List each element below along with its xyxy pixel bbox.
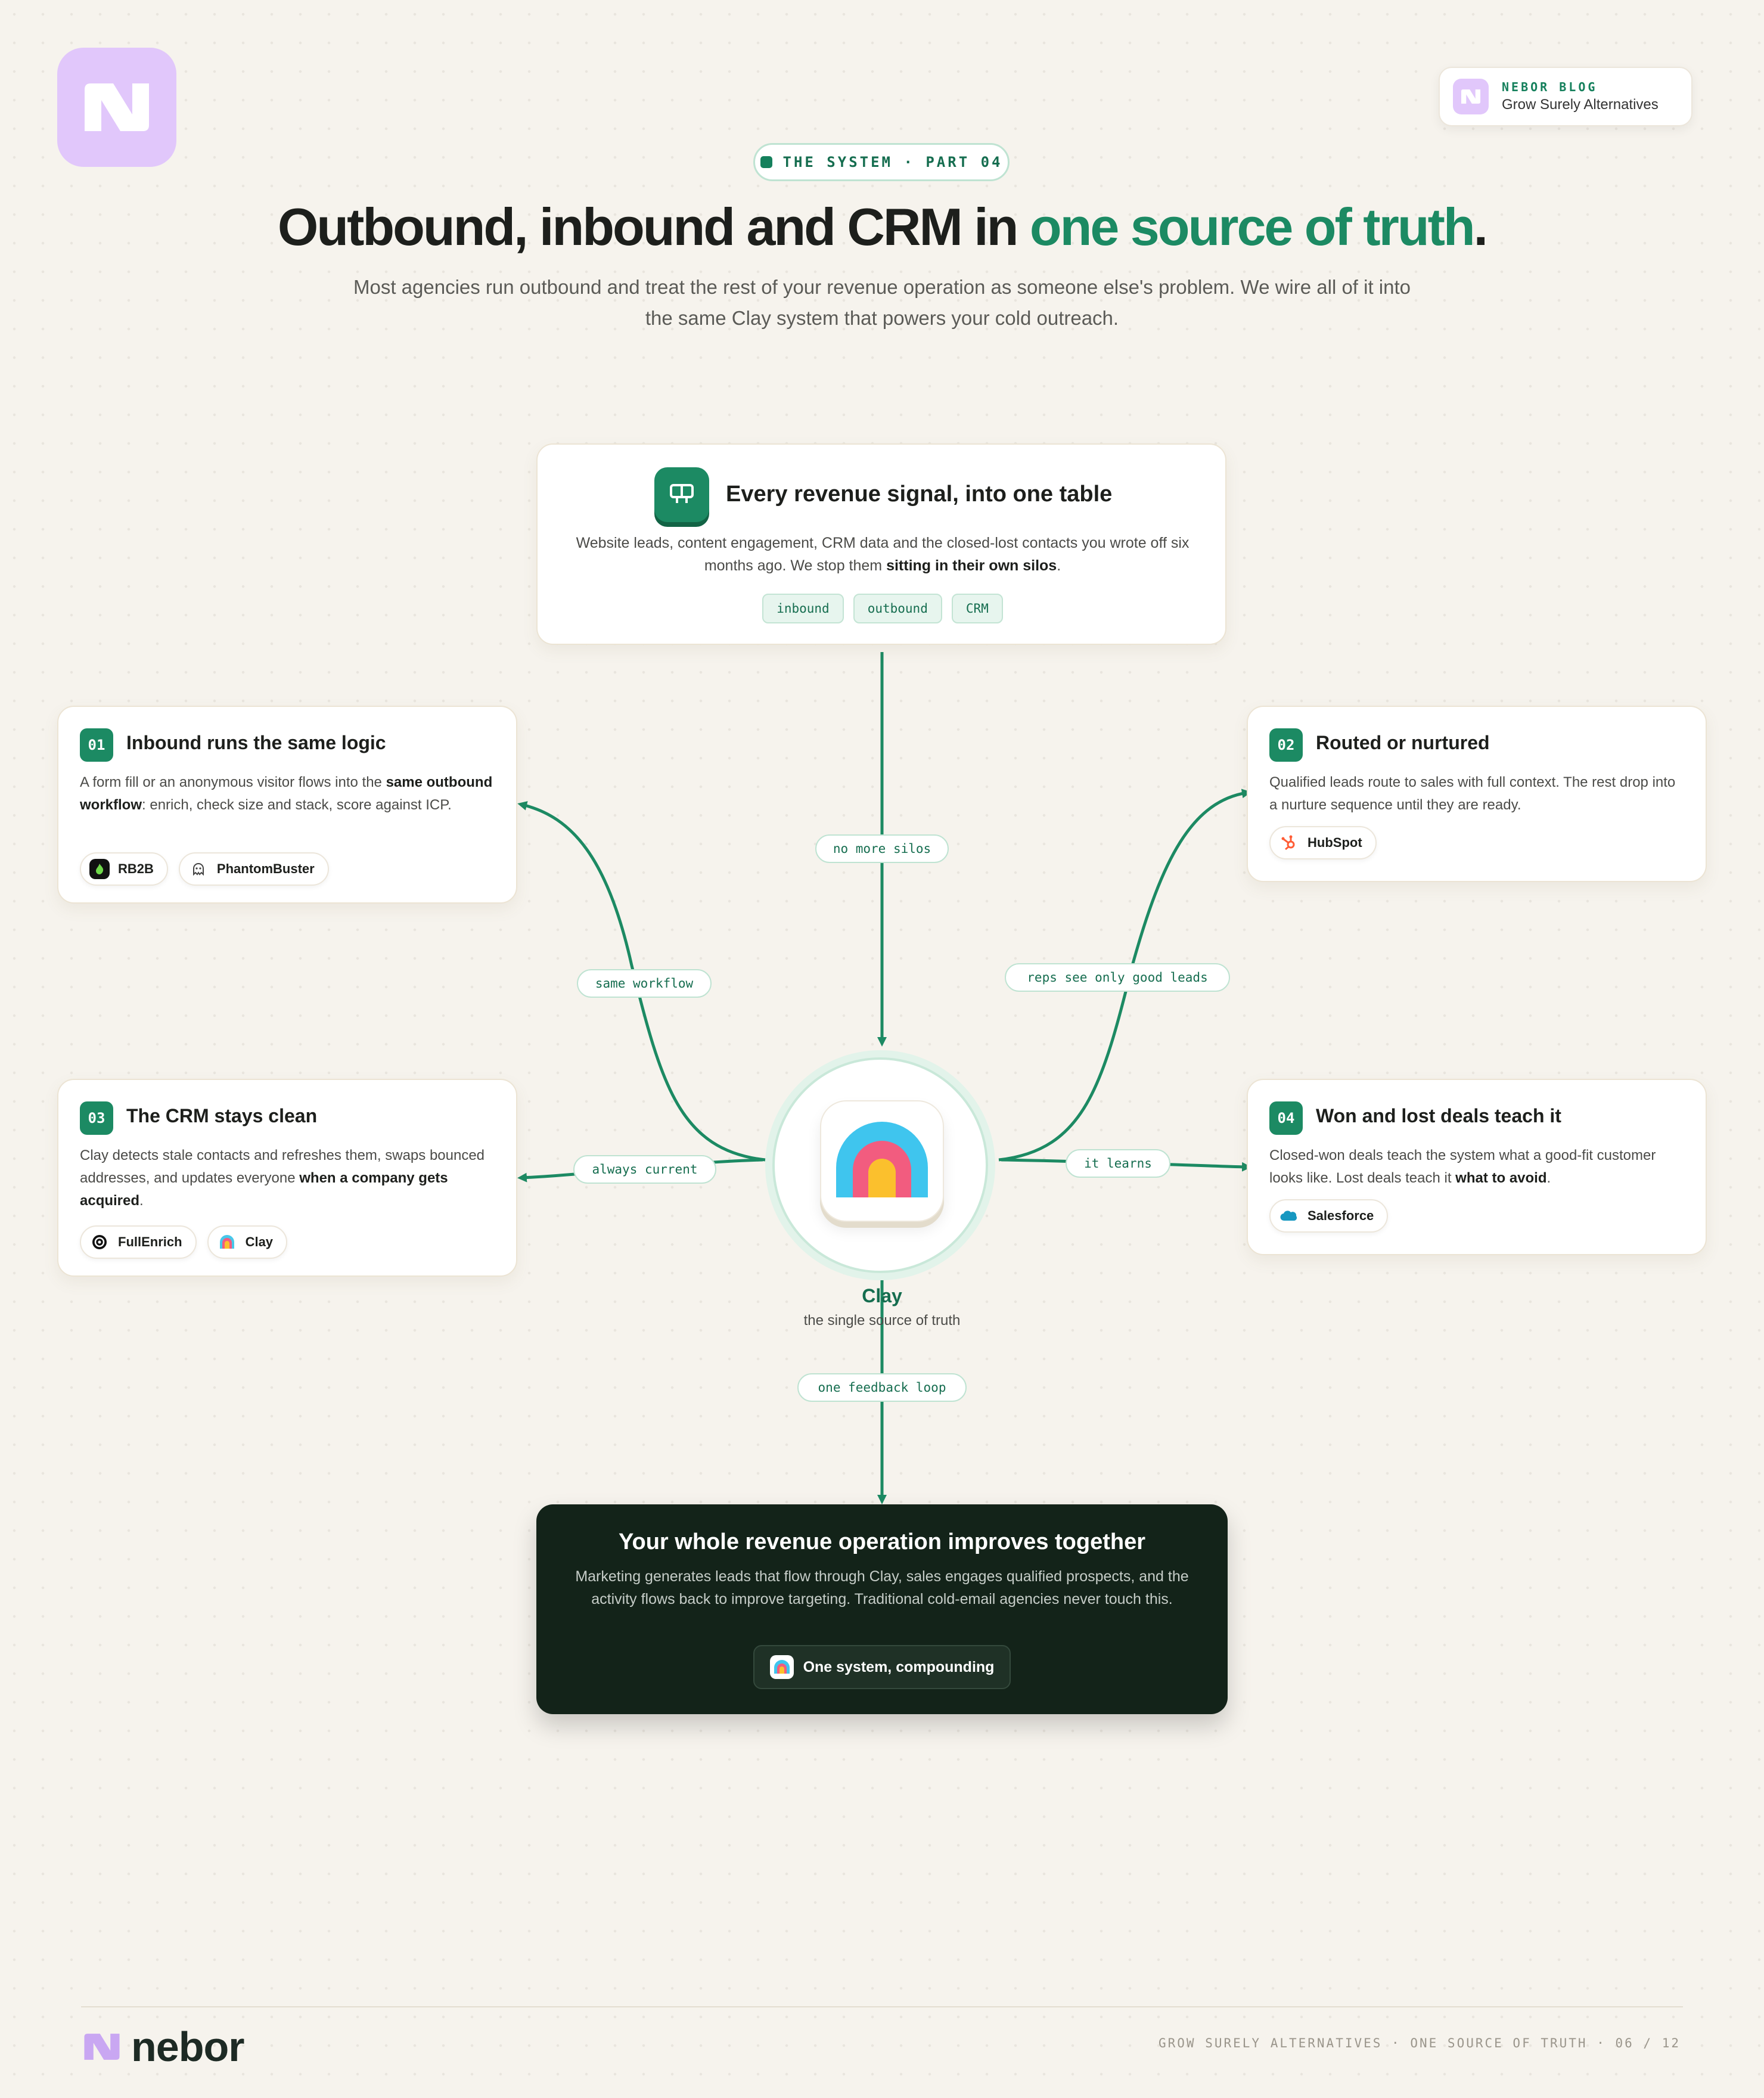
clay-icon xyxy=(217,1232,237,1252)
step-title: The CRM stays clean xyxy=(126,1105,318,1126)
tool-chips: Salesforce xyxy=(1269,1199,1389,1233)
section-pill: THE SYSTEM · PART 04 xyxy=(753,143,1010,181)
blog-kicker: NEBOR BLOG xyxy=(1502,80,1598,94)
step-body-part: . xyxy=(1546,1170,1551,1186)
tool-chips: RB2B PhantomBuster xyxy=(80,852,329,886)
fullenrich-icon xyxy=(89,1232,110,1252)
step-body-part: Closed-won deals teach the system what a… xyxy=(1269,1147,1656,1186)
tool-name: Salesforce xyxy=(1308,1208,1374,1223)
step-number: 03 xyxy=(80,1101,113,1135)
wire-label-bottom: one feedback loop xyxy=(797,1373,967,1402)
wire-label-left-top: same workflow xyxy=(577,969,712,998)
outcome-title: Your whole revenue operation improves to… xyxy=(618,1529,1146,1554)
top-card-body-start: Website leads, content engagement, CRM d… xyxy=(576,535,1190,574)
step-body: Qualified leads route to sales with full… xyxy=(1269,771,1684,817)
top-signal-card: Every revenue signal, into one table Web… xyxy=(536,443,1226,645)
step-card-04: 04 Won and lost deals teach it Closed-wo… xyxy=(1247,1079,1707,1255)
step-number: 04 xyxy=(1269,1101,1303,1135)
step-body-part: . xyxy=(139,1193,144,1209)
top-card-tags: inbound outbound CRM xyxy=(538,594,1228,623)
footer-meta: GROW SURELY ALTERNATIVES · ONE SOURCE OF… xyxy=(1158,2036,1681,2050)
step-card-03: 03 The CRM stays clean Clay detects stal… xyxy=(57,1079,517,1277)
wire-label-right-bottom: it learns xyxy=(1066,1149,1170,1178)
tool-name: RB2B xyxy=(118,861,154,876)
tool-chips: FullEnrich Clay xyxy=(80,1225,288,1259)
footer-logo[interactable]: nebor xyxy=(81,2023,244,2071)
one-system-button[interactable]: One system, compounding xyxy=(753,1645,1011,1689)
step-body-part: : enrich, check size and stack, score ag… xyxy=(142,797,452,813)
tool-name: HubSpot xyxy=(1308,835,1362,850)
tool-chip-salesforce[interactable]: Salesforce xyxy=(1269,1199,1389,1233)
outcome-body: Marketing generates leads that flow thro… xyxy=(575,1568,1189,1607)
outcome-card: Your whole revenue operation improves to… xyxy=(536,1504,1228,1714)
top-card-title: Every revenue signal, into one table xyxy=(726,482,1113,507)
nebor-footer-icon xyxy=(84,2034,120,2060)
table-icon xyxy=(654,467,709,522)
phantombuster-icon xyxy=(188,859,209,879)
headline-end: . xyxy=(1473,197,1489,256)
tool-name: PhantomBuster xyxy=(216,861,315,876)
tag-inbound: inbound xyxy=(762,594,844,623)
clay-icon xyxy=(769,1655,794,1679)
step-card-02: 02 Routed or nurtured Qualified leads ro… xyxy=(1247,706,1707,882)
headline-accent: one source of truth xyxy=(1029,197,1476,256)
wire-label-top: no more silos xyxy=(815,834,949,863)
footer-divider xyxy=(81,2006,1683,2007)
salesforce-icon xyxy=(1279,1206,1299,1226)
tool-chip-phantombuster[interactable]: PhantomBuster xyxy=(178,852,329,886)
page-subtitle: Most agencies run outbound and treat the… xyxy=(353,276,1411,329)
step-body: Clay detects stale contacts and refreshe… xyxy=(80,1144,495,1212)
tag-crm: CRM xyxy=(951,594,1003,623)
page-title: Outbound, inbound and CRM in one source … xyxy=(0,197,1764,257)
tool-name: Clay xyxy=(245,1234,274,1249)
step-body-bold: same outbound workflow xyxy=(80,774,493,813)
nebor-logo-icon xyxy=(85,83,149,131)
nebor-mini-logo-icon xyxy=(1453,79,1489,114)
hub-circle xyxy=(772,1057,988,1273)
step-title: Inbound runs the same logic xyxy=(126,732,386,753)
step-number: 01 xyxy=(80,728,113,762)
blog-subtitle: Grow Surely Alternatives xyxy=(1502,97,1659,113)
section-pill-label: THE SYSTEM · PART 04 xyxy=(782,154,1003,170)
step-body-bold: what to avoid xyxy=(1455,1170,1547,1186)
step-body-part: Qualified leads route to sales with full… xyxy=(1269,774,1676,813)
hub-subtitle: the single source of truth xyxy=(803,1312,961,1329)
tag-outbound: outbound xyxy=(853,594,942,623)
tool-chip-rb2b[interactable]: RB2B xyxy=(80,852,168,886)
top-card-body-end: . xyxy=(1057,557,1061,574)
headline-main: Outbound, inbound and CRM in xyxy=(277,197,1030,256)
step-title: Won and lost deals teach it xyxy=(1316,1105,1561,1126)
step-body-part: A form fill or an anonymous visitor flow… xyxy=(80,774,386,790)
tool-chip-clay[interactable]: Clay xyxy=(207,1225,288,1259)
nebor-logo xyxy=(57,48,176,167)
blog-chip[interactable]: NEBOR BLOG Grow Surely Alternatives xyxy=(1439,67,1692,126)
hubspot-icon xyxy=(1279,833,1299,853)
tool-chips: HubSpot xyxy=(1269,826,1377,859)
footer-wordmark: nebor xyxy=(131,2023,244,2070)
tool-chip-fullenrich[interactable]: FullEnrich xyxy=(80,1225,197,1259)
top-card-body: Website leads, content engagement, CRM d… xyxy=(573,532,1192,577)
top-card-body-bold: sitting in their own silos xyxy=(886,557,1057,574)
hub-name: Clay xyxy=(862,1285,902,1306)
step-body: A form fill or an anonymous visitor flow… xyxy=(80,771,495,817)
pill-dot-icon xyxy=(760,156,772,168)
step-number: 02 xyxy=(1269,728,1303,762)
tool-name: FullEnrich xyxy=(118,1234,182,1249)
one-system-label: One system, compounding xyxy=(803,1658,995,1675)
wire-label-left-bottom: always current xyxy=(573,1155,716,1184)
clay-rainbow-icon[interactable] xyxy=(820,1100,944,1222)
step-body-bold: when a company gets acquired xyxy=(80,1170,448,1209)
tool-chip-hubspot[interactable]: HubSpot xyxy=(1269,826,1377,859)
step-body-part: Clay detects stale contacts and refreshe… xyxy=(80,1147,485,1186)
wire-label-right-top: reps see only good leads xyxy=(1005,963,1230,992)
step-title: Routed or nurtured xyxy=(1316,732,1490,753)
step-body: Closed-won deals teach the system what a… xyxy=(1269,1144,1684,1190)
rb2b-icon xyxy=(89,859,110,879)
step-card-01: 01 Inbound runs the same logic A form fi… xyxy=(57,706,517,904)
